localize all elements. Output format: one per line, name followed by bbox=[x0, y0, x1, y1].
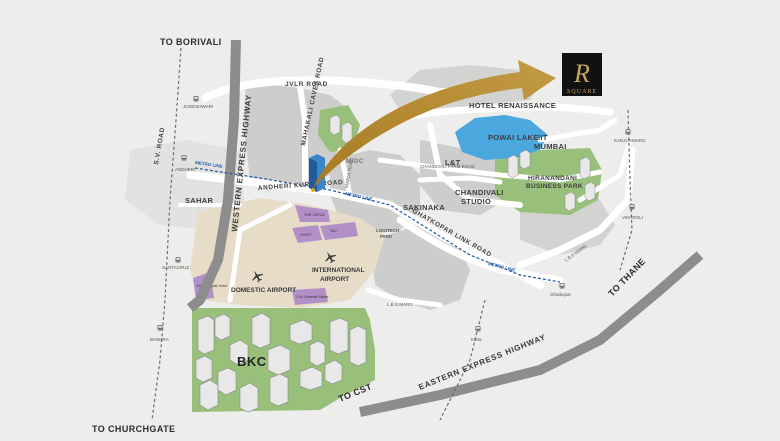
midc-label: MIDC bbox=[346, 158, 364, 165]
ghatkopar-label: Ghatkopar bbox=[550, 292, 572, 297]
project-tower-marker bbox=[309, 154, 325, 192]
jvlr-road-label: JVLR ROAD bbox=[285, 81, 328, 88]
logo-name: SQUARE bbox=[567, 89, 597, 95]
airport-label: AIRPORT bbox=[320, 276, 349, 283]
location-arrow bbox=[313, 60, 556, 188]
sahar-label: SAHAR bbox=[185, 196, 213, 205]
bandra-label: BANDRA bbox=[150, 337, 169, 342]
business-park-label: BUSINESS PARK bbox=[526, 183, 583, 190]
powai-lake bbox=[455, 115, 548, 160]
kanjurmarg-label: KANJURMARG bbox=[614, 138, 646, 143]
powai-lake-label: POWAI LAKE bbox=[488, 133, 539, 142]
iit-mumbai-label: MUMBAI bbox=[534, 142, 567, 151]
eastern-express-highway bbox=[358, 251, 704, 417]
park-label: PARK bbox=[380, 234, 393, 239]
logo-background bbox=[562, 53, 602, 96]
road-network bbox=[178, 76, 636, 308]
leela-label: THE LEELA bbox=[304, 213, 325, 217]
grand-hyatt-label: Grand Hyatt Hotel bbox=[197, 284, 228, 288]
r-square-logo: R SQUARE bbox=[562, 53, 602, 96]
mahakali-buildings bbox=[329, 114, 353, 144]
hotel-renaissance-label: HOTEL RENAISSANCE bbox=[469, 101, 556, 110]
logitech-label: LOGITECH bbox=[376, 228, 399, 233]
hyatt-label: HYATT bbox=[300, 233, 313, 237]
jw-label: J.W. Marriott Sahar bbox=[296, 295, 329, 299]
western-express-highway bbox=[186, 39, 241, 312]
station-markers: JOGESHWARI ANDHERI SANTACRUZ BANDRA KANJ… bbox=[150, 96, 646, 342]
studio-label: STUDIO bbox=[461, 197, 491, 206]
hiranandani-buildings bbox=[507, 149, 596, 212]
lt-label: L&T bbox=[445, 158, 461, 167]
metro-label-mid: METRO LINE bbox=[345, 191, 373, 202]
hiranandani-label: HIRANANDANI bbox=[528, 175, 577, 182]
marol-road-label: MAROL ROAD bbox=[344, 157, 354, 188]
metro-label-east: METRO LINE bbox=[488, 261, 516, 273]
domestic-airport-label: DOMESTIC AIRPORT bbox=[231, 287, 296, 294]
to-churchgate-label: TO CHURCHGATE bbox=[92, 424, 175, 434]
airplane-icon bbox=[252, 270, 264, 283]
to-borivali-label: TO BORIVALI bbox=[160, 37, 222, 47]
metro-line bbox=[194, 167, 561, 283]
bkc-label: BKC bbox=[237, 354, 267, 369]
metro-label-west: METRO LINE bbox=[195, 160, 223, 169]
chandivali-label: CHANDIVALI bbox=[455, 188, 504, 197]
taj-label: TAJ bbox=[330, 229, 337, 233]
jogeshwari-label: JOGESHWARI bbox=[183, 104, 213, 109]
iit-label: IIT bbox=[538, 133, 548, 142]
chandivali-farm-road-label: CHANDIVALI FARM ROAD bbox=[420, 164, 475, 169]
lbs-marg-south-label: L.B.S MARG bbox=[387, 302, 413, 307]
vikhroli-label: VIKHROLI bbox=[622, 215, 643, 220]
international-label: INTERNATIONAL bbox=[312, 267, 365, 274]
sakinaka-label: SAKINAKA bbox=[403, 203, 445, 212]
santacruz-label: SANTACRUZ bbox=[162, 265, 189, 270]
airplane-icon bbox=[325, 251, 337, 264]
kurla-label: Kurla bbox=[471, 337, 482, 342]
andheri-label: ANDHERI bbox=[175, 167, 195, 172]
bkc-buildings bbox=[195, 312, 367, 413]
logo-monogram: R bbox=[573, 59, 590, 88]
